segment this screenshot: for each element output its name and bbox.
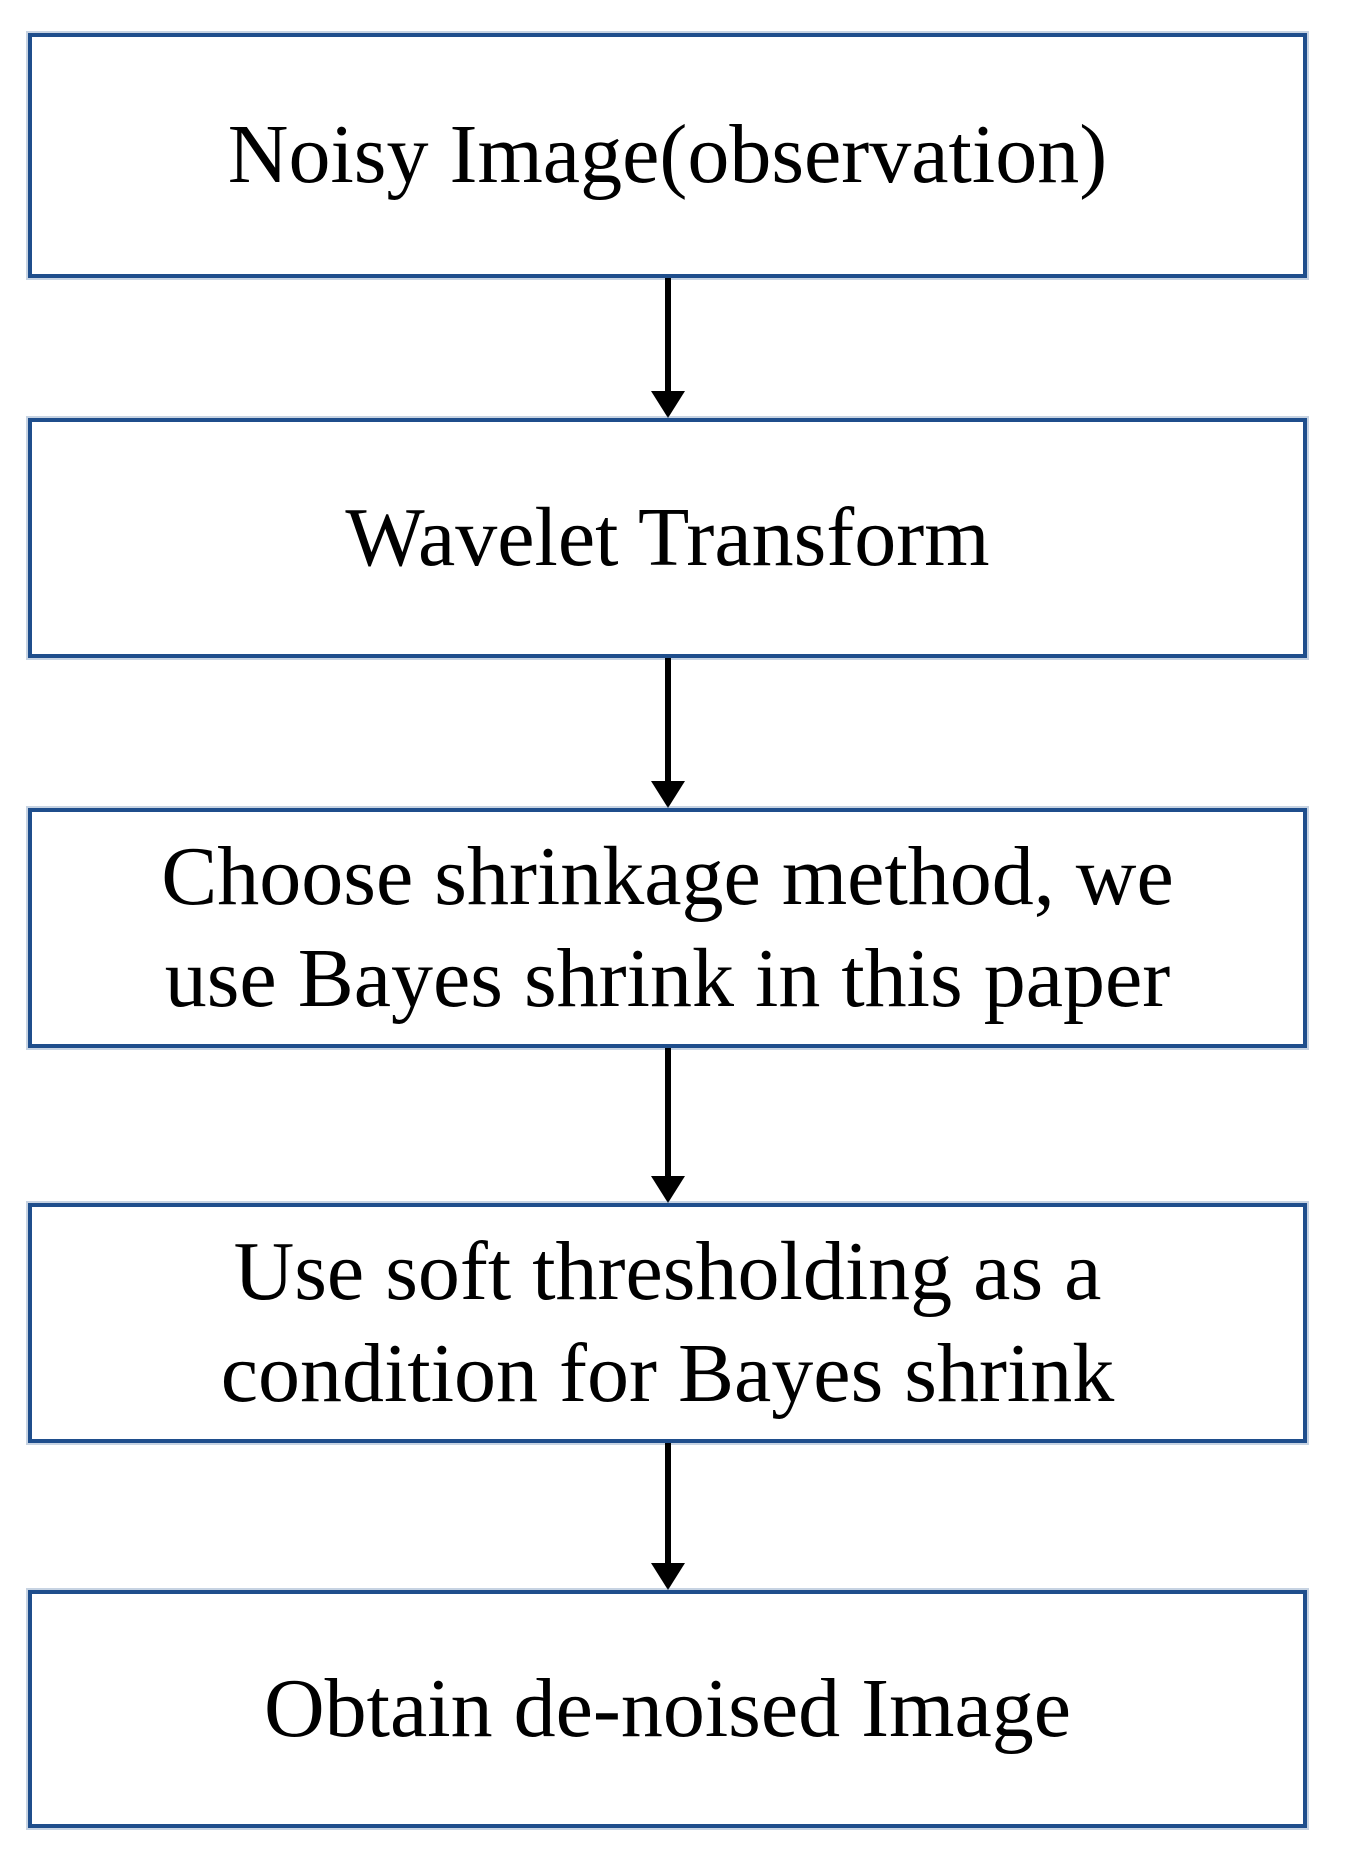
flow-node-choose-shrinkage-method: Choose shrinkage method, we use Bayes sh… (28, 808, 1307, 1048)
flow-edge-arrow-1 (650, 278, 686, 418)
flow-node-noisy-image: Noisy Image(observation) (28, 33, 1307, 278)
flow-node-label: Wavelet Transform (345, 490, 990, 584)
arrow-down-icon (651, 1563, 685, 1590)
flow-node-label: Use soft thresholding as a condition for… (220, 1224, 1115, 1420)
arrow-down-icon (651, 781, 685, 808)
flow-node-label: Noisy Image(observation) (227, 108, 1108, 202)
flow-node-wavelet-transform: Wavelet Transform (28, 418, 1307, 658)
flow-node-label: Choose shrinkage method, we use Bayes sh… (161, 829, 1174, 1025)
flow-node-obtain-denoised-image: Obtain de-noised Image (28, 1590, 1307, 1828)
arrow-shaft (665, 1443, 671, 1563)
arrow-shaft (665, 278, 671, 391)
flow-node-label: Obtain de-noised Image (263, 1661, 1072, 1755)
arrow-shaft (665, 1048, 671, 1176)
flow-node-soft-thresholding: Use soft thresholding as a condition for… (28, 1203, 1307, 1443)
flow-edge-arrow-3 (650, 1048, 686, 1203)
arrow-shaft (665, 658, 671, 781)
arrow-down-icon (651, 391, 685, 418)
flow-edge-arrow-2 (650, 658, 686, 808)
arrow-down-icon (651, 1176, 685, 1203)
flow-edge-arrow-4 (650, 1443, 686, 1590)
